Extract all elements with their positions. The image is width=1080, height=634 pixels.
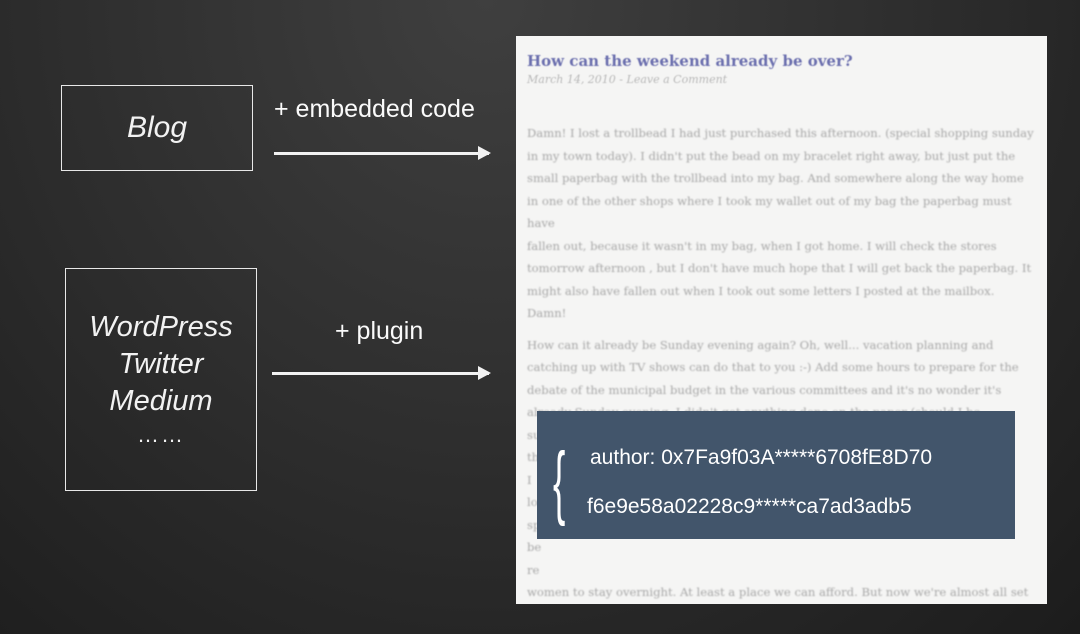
post-paragraph: Damn! I lost a trollbead I had just purc… bbox=[527, 126, 1034, 320]
platform-more-ellipsis: …… bbox=[137, 422, 185, 447]
embedded-code-label: + embedded code bbox=[274, 95, 475, 123]
curly-brace: { bbox=[553, 436, 566, 527]
blog-label: Blog bbox=[126, 111, 188, 144]
author-address-line-2: f6e9e58a02228c9*****ca7ad3adb5 bbox=[587, 495, 912, 518]
author-address-line-1: author: 0x7Fa9f03A*****6708fE8D70 bbox=[590, 446, 933, 469]
embedded-code-arrow bbox=[274, 146, 491, 160]
platform-box: WordPress Twitter Medium …… bbox=[65, 268, 257, 491]
author-address-overlay: { author: 0x7Fa9f03A*****6708fE8D70 f6e9… bbox=[537, 411, 1015, 539]
platform-medium-label: Medium bbox=[109, 385, 213, 417]
plugin-arrow bbox=[272, 366, 491, 380]
post-title: How can the weekend already be over? bbox=[527, 52, 853, 70]
platform-wordpress-label: WordPress bbox=[89, 311, 233, 343]
blog-box: Blog bbox=[61, 85, 253, 171]
platform-twitter-label: Twitter bbox=[118, 348, 204, 380]
plugin-label: + plugin bbox=[335, 317, 424, 345]
post-meta: March 14, 2010 - Leave a Comment bbox=[527, 73, 728, 86]
post-paragraph: women to stay overnight. At least a plac… bbox=[527, 585, 1029, 599]
